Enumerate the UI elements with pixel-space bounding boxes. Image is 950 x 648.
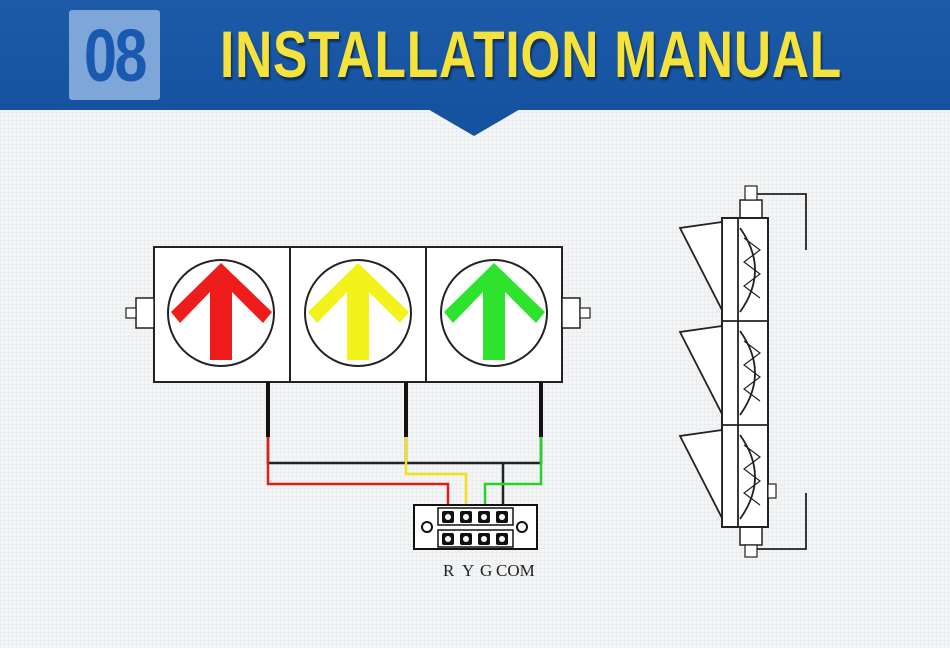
green-arrow-icon bbox=[444, 263, 545, 360]
com-wire bbox=[266, 437, 543, 465]
header-banner: 08 INSTALLATION MANUAL bbox=[0, 0, 950, 110]
terminal-label-y: Y bbox=[462, 561, 475, 580]
terminal-block bbox=[413, 504, 538, 550]
yellow-arrow-icon bbox=[308, 263, 409, 360]
wiring bbox=[266, 437, 543, 510]
terminal-label-r: R bbox=[443, 561, 455, 580]
section-number-box: 08 bbox=[69, 10, 160, 100]
side-view-signal bbox=[678, 185, 807, 558]
cable-stubs bbox=[266, 382, 543, 437]
red-arrow-icon bbox=[171, 263, 272, 360]
terminal-label-com: COM bbox=[496, 561, 535, 580]
red-wire bbox=[266, 437, 450, 510]
terminal-label-g: G bbox=[480, 561, 493, 580]
green-wire bbox=[483, 437, 543, 510]
right-bracket bbox=[561, 297, 581, 329]
yellow-wire bbox=[404, 437, 468, 510]
header-pointer bbox=[426, 108, 522, 136]
section-number: 08 bbox=[83, 13, 147, 97]
left-bracket bbox=[135, 297, 155, 329]
